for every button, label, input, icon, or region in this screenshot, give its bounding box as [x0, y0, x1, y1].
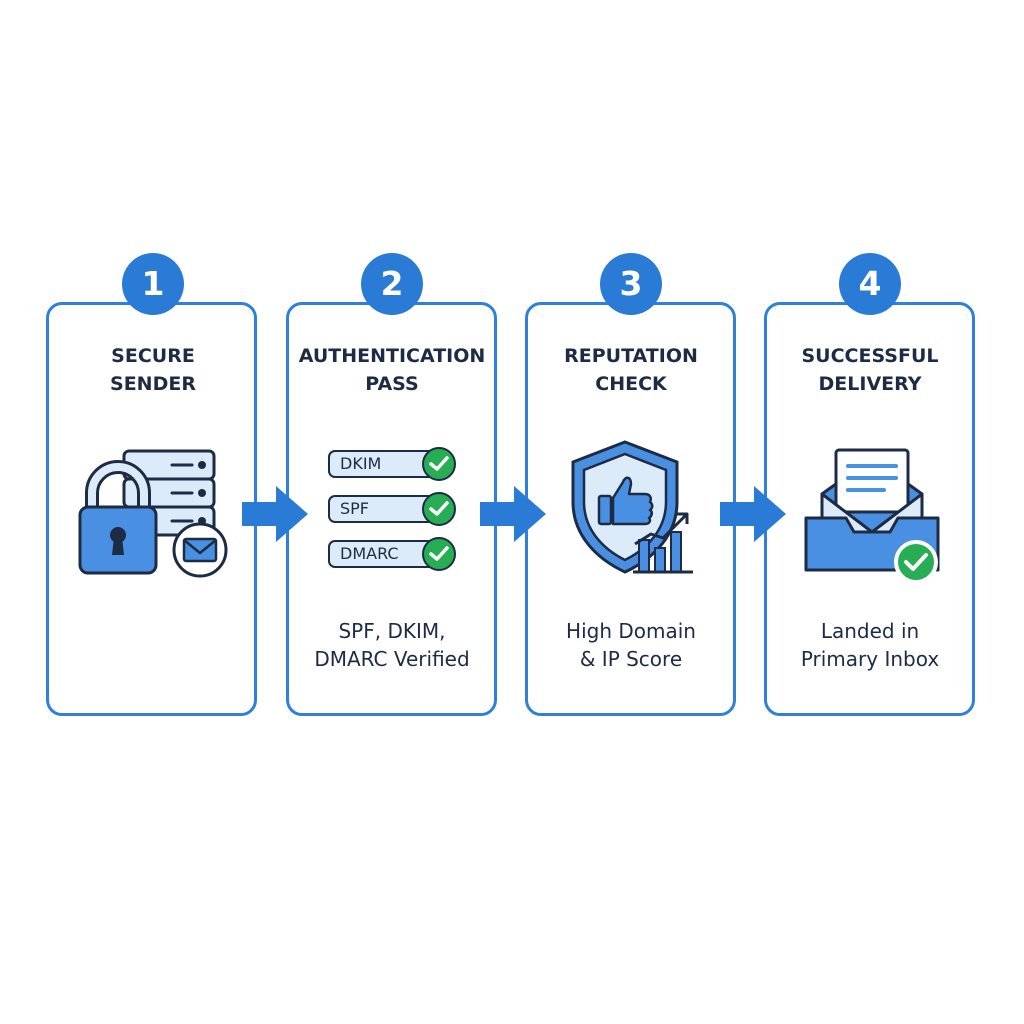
step-2-number-badge: 2 [361, 253, 423, 315]
step-2-card [286, 302, 497, 716]
arrow-right-icon [242, 486, 308, 542]
step-1-number-badge: 1 [122, 253, 184, 315]
arrow-right-icon [720, 486, 786, 542]
step-1-title: SECURE SENDER [110, 345, 196, 395]
shield-thumbs-up-icon [571, 440, 693, 574]
inbox-envelope-check-icon [804, 448, 940, 584]
step-4-card [764, 302, 975, 716]
step-4-title: SUCCESSFUL DELIVERY [801, 345, 939, 395]
dmarc-check-pill: DMARC [328, 540, 440, 568]
check-circle-icon [422, 447, 456, 481]
step-4-number-badge: 4 [839, 253, 901, 315]
lock-server-envelope-icon [78, 449, 228, 578]
step-3-title: REPUTATION CHECK [564, 345, 698, 395]
dkim-check-pill: DKIM [328, 450, 440, 478]
check-circle-icon [422, 492, 456, 526]
step-3-number-badge: 3 [600, 253, 662, 315]
spf-check-pill: SPF [328, 495, 440, 523]
arrow-right-icon [480, 486, 546, 542]
step-2-description: SPF, DKIM, DMARC Verified [314, 619, 470, 671]
step-1-card [46, 302, 257, 716]
check-circle-icon [422, 537, 456, 571]
step-3-card [525, 302, 736, 716]
step-4-description: Landed in Primary Inbox [800, 619, 940, 671]
step-3-description: High Domain & IP Score [566, 619, 696, 671]
step-2-title: AUTHENTICATION PASS [298, 345, 486, 395]
